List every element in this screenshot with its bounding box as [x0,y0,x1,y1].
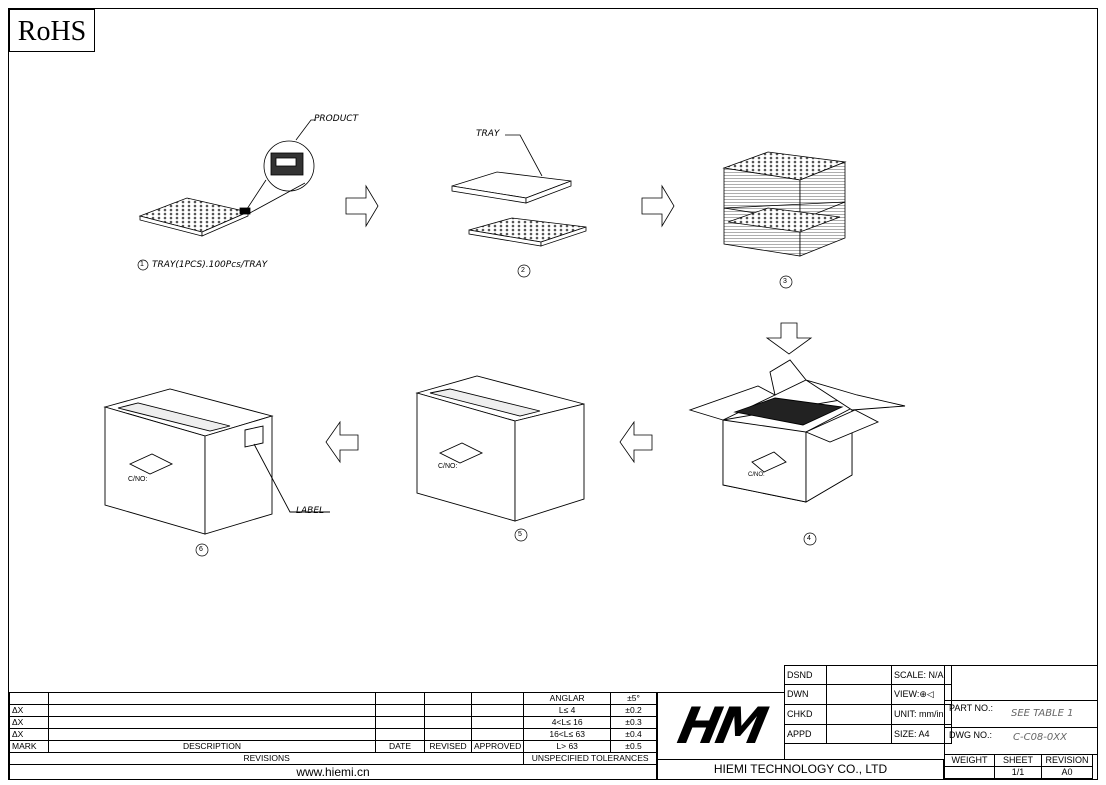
step4-open-box [688,359,906,503]
step-number-3: 3 [783,278,787,285]
arrow-right-1 [345,184,379,228]
company-name: HIEMI TECHNOLOGY CO., LTD [657,759,944,780]
product-callout: PRODUCT [314,114,359,124]
label-callout: LABEL [296,506,325,516]
blank-cell [944,665,1098,701]
arrow-left-1 [619,420,653,464]
hm-logo: HM [673,697,769,755]
tray-callout: TRAY [476,129,500,139]
projection-icon: ⊕◁ [919,689,934,699]
carton-mark-4: C/NO: [748,472,765,478]
step-number-1: 1 [140,261,144,268]
step1-caption: TRAY(1PCS).100Pcs/TRAY [152,260,268,270]
drawing-frame [8,8,1098,780]
dwg-no-label: DWG NO.: [949,730,992,740]
step3-tray-stack [722,151,847,257]
step2-tray-lid [451,134,587,247]
website: www.hiemi.cn [9,764,657,780]
step-number-5: 5 [518,531,522,538]
step5-closed-box [415,375,585,522]
step1-tray [138,197,251,237]
step-number-4: 4 [807,535,811,542]
unspecified-tolerances: UNSPECIFIED TOLERANCES [523,752,657,765]
arrow-right-2 [641,184,675,228]
revisions-label: REVISIONS [8,752,525,765]
rohs-badge: RoHS [9,9,95,52]
step6-labeled-box [103,388,330,535]
dwg-no-cell: DWG NO.: C-C08-0XX [944,727,1098,755]
step-number-2: 2 [521,267,525,274]
step-number-6: 6 [199,546,203,553]
part-no-value: SEE TABLE 1 [1011,708,1074,719]
arrow-down [765,322,813,355]
carton-mark-5: C/NO: [438,463,458,470]
carton-mark-6: C/NO: [128,476,148,483]
logo-box: HM [657,692,785,760]
part-no-cell: PART NO.: SEE TABLE 1 [944,700,1098,728]
dwg-no-value: C-C08-0XX [1013,732,1067,743]
part-no-label: PART NO.: [949,703,994,713]
product-zoom [244,119,316,215]
arrow-left-2 [325,420,359,464]
